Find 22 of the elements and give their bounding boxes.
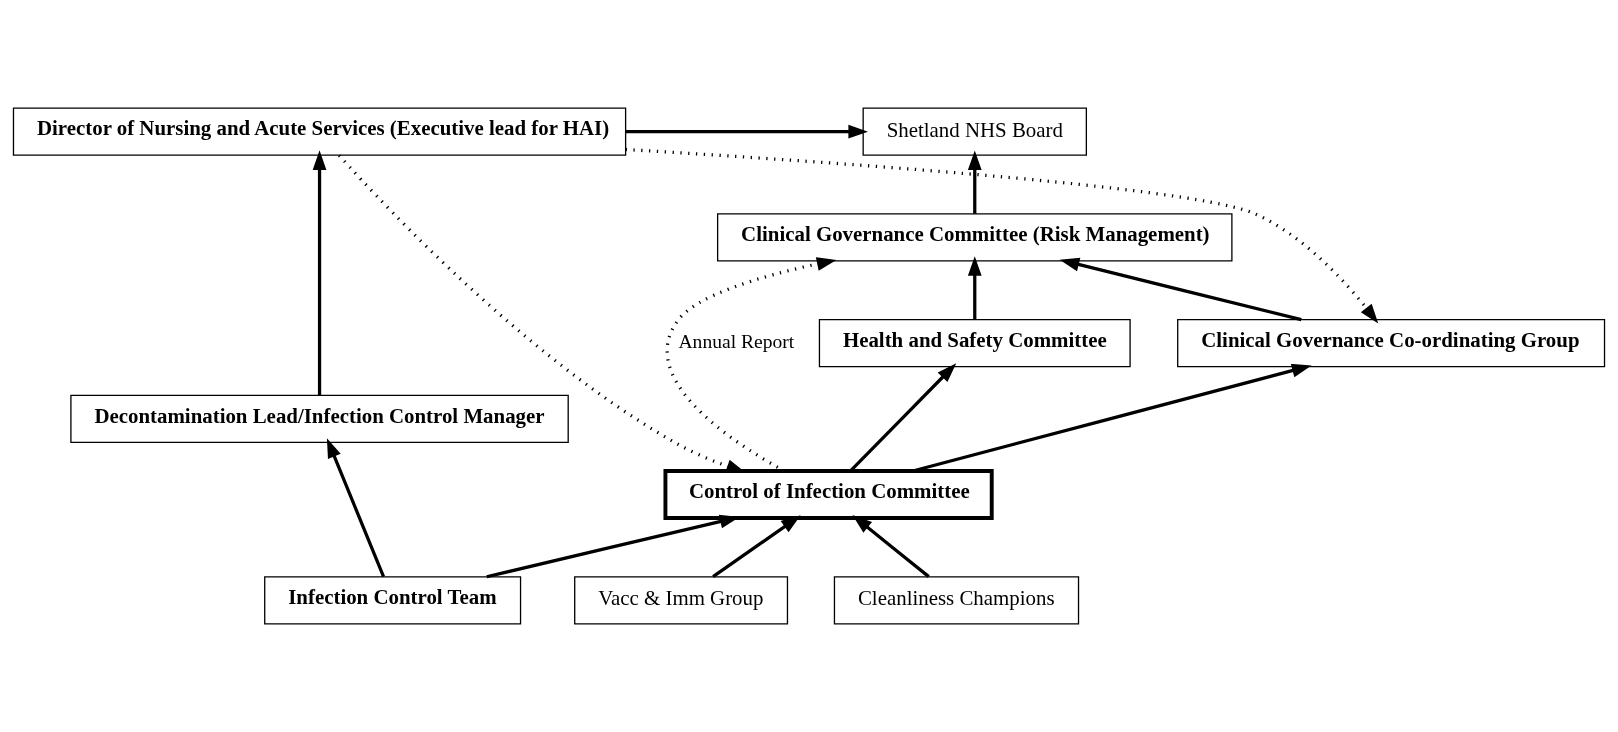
arrow — [1059, 257, 1302, 322]
node-box: Shetland NHS Board — [862, 107, 1087, 156]
edge-label: Annual Report — [678, 330, 795, 352]
arrow — [967, 256, 982, 320]
node-box: Director of Nursing and Acute Services (Executive lead for HAI) — [12, 107, 627, 156]
arrow — [626, 124, 868, 139]
node-box: Vacc & Imm Group — [574, 576, 789, 625]
arrow — [712, 515, 801, 578]
node-box: Decontamination Lead/Infection Control Manager — [70, 394, 569, 443]
arrow — [625, 147, 1379, 324]
node-box: Control of Infection Committee — [663, 469, 994, 520]
arrow — [312, 150, 327, 396]
node-box: Infection Control Team — [264, 576, 522, 625]
arrow — [852, 515, 930, 578]
arrow — [967, 150, 982, 214]
arrow — [326, 438, 386, 578]
node-box: Cleanliness Champions — [833, 576, 1080, 625]
arrow — [912, 363, 1312, 473]
node-box: Clinical Governance Committee (Risk Management) — [717, 213, 1233, 262]
node-box: Clinical Governance Co-ordinating Group — [1177, 319, 1606, 368]
arrow — [849, 363, 957, 472]
node-box: Health and Safety Committee — [818, 319, 1131, 368]
